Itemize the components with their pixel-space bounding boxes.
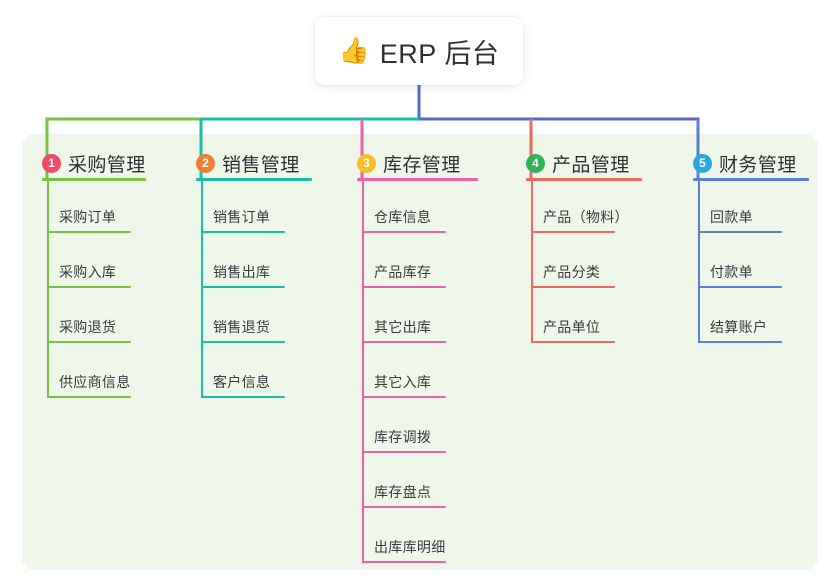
list-item-rule [47, 231, 131, 233]
list-item-rule [362, 286, 446, 288]
list-item-rule [201, 231, 285, 233]
thumbs-up-icon: 👍 [338, 36, 370, 65]
list-item-label: 出库库明细 [374, 539, 446, 555]
list-item-rule [362, 231, 446, 233]
list-item-rule [531, 341, 615, 343]
column-trunk-5 [698, 179, 700, 343]
list-item[interactable]: 供应商信息 [47, 372, 131, 398]
list-item-rule [201, 286, 285, 288]
list-item[interactable]: 回款单 [698, 207, 782, 233]
column-trunk-1 [47, 179, 49, 398]
column-3: 3 库存管理仓库信息产品库存其它出库其它入库库存调拨库存盘点出库库明细 [357, 0, 537, 588]
list-item-rule [362, 451, 446, 453]
list-item[interactable]: 采购入库 [47, 262, 131, 288]
list-item[interactable]: 其它入库 [362, 372, 446, 398]
list-item[interactable]: 采购退货 [47, 317, 131, 343]
column-trunk-4 [531, 179, 533, 343]
column-rule-5 [693, 178, 809, 181]
list-item-label: 仓库信息 [374, 209, 432, 225]
list-item-label: 客户信息 [213, 374, 271, 390]
root-title: ERP 后台 [379, 38, 500, 69]
list-item-label: 产品单位 [543, 319, 601, 335]
list-item-rule [47, 286, 131, 288]
list-item-label: 销售退货 [213, 319, 271, 335]
list-item[interactable]: 出库库明细 [362, 537, 446, 563]
column-header-4[interactable]: 4 产品管理 [526, 150, 630, 177]
list-item-label: 回款单 [710, 209, 753, 225]
list-item[interactable]: 付款单 [698, 262, 782, 288]
column-header-5[interactable]: 5 财务管理 [693, 150, 797, 177]
list-item-rule [47, 341, 131, 343]
list-item-label: 采购退货 [59, 319, 117, 335]
column-title-1: 采购管理 [68, 155, 146, 176]
column-rule-4 [526, 178, 642, 181]
column-rule-3 [357, 178, 478, 181]
list-item-rule [698, 231, 782, 233]
list-item-rule [698, 341, 782, 343]
list-item[interactable]: 仓库信息 [362, 207, 446, 233]
column-header-3[interactable]: 3 库存管理 [357, 150, 461, 177]
list-item-label: 产品库存 [374, 264, 432, 280]
column-4: 4 产品管理产品（物料） 产品分类产品单位 [526, 0, 706, 588]
column-title-4: 产品管理 [552, 155, 630, 176]
list-item[interactable]: 库存调拨 [362, 427, 446, 453]
root-node[interactable]: 👍 ERP 后台 [315, 17, 523, 85]
list-item-rule [362, 561, 446, 563]
list-item[interactable]: 客户信息 [201, 372, 285, 398]
list-item-rule [362, 396, 446, 398]
list-item[interactable]: 库存盘点 [362, 482, 446, 508]
column-5: 5 财务管理回款单付款单结算账户 [693, 0, 839, 588]
list-item[interactable]: 销售退货 [201, 317, 285, 343]
list-item-rule [531, 286, 615, 288]
list-item-label: 库存盘点 [374, 484, 432, 500]
column-header-1[interactable]: 1 采购管理 [42, 150, 146, 177]
list-item-rule [201, 341, 285, 343]
list-item-label: 付款单 [710, 264, 753, 280]
list-item-label: 库存调拨 [374, 429, 432, 445]
column-title-3: 库存管理 [383, 155, 461, 176]
list-item-label: 销售订单 [213, 209, 271, 225]
column-trunk-3 [362, 179, 364, 563]
column-title-5: 财务管理 [719, 155, 797, 176]
list-item[interactable]: 结算账户 [698, 317, 782, 343]
list-item[interactable]: 产品分类 [531, 262, 615, 288]
column-badge-2: 2 [196, 154, 215, 173]
list-item-rule [201, 396, 285, 398]
column-2: 2 销售管理销售订单销售出库销售退货客户信息 [196, 0, 376, 588]
list-item-rule [362, 506, 446, 508]
list-item-rule [531, 231, 615, 233]
list-item[interactable]: 产品库存 [362, 262, 446, 288]
list-item[interactable]: 产品单位 [531, 317, 615, 343]
column-badge-5: 5 [693, 154, 712, 173]
list-item-label: 其它入库 [374, 374, 432, 390]
list-item-label: 产品分类 [543, 264, 601, 280]
list-item-rule [698, 286, 782, 288]
column-badge-3: 3 [357, 154, 376, 173]
list-item-label: 销售出库 [213, 264, 271, 280]
list-item[interactable]: 采购订单 [47, 207, 131, 233]
diagram-panel [22, 134, 818, 570]
column-rule-2 [196, 178, 312, 181]
column-rule-1 [42, 178, 146, 181]
list-item[interactable]: 其它出库 [362, 317, 446, 343]
list-item-label: 其它出库 [374, 319, 432, 335]
list-item-label: 产品（物料） [543, 209, 629, 225]
column-title-2: 销售管理 [222, 155, 300, 176]
column-header-2[interactable]: 2 销售管理 [196, 150, 300, 177]
list-item[interactable]: 产品（物料） [531, 207, 629, 233]
list-item-label: 采购订单 [59, 209, 117, 225]
list-item[interactable]: 销售出库 [201, 262, 285, 288]
column-1: 1 采购管理采购订单采购入库采购退货供应商信息 [42, 0, 222, 588]
column-trunk-2 [201, 179, 203, 398]
list-item-rule [47, 396, 131, 398]
list-item[interactable]: 销售订单 [201, 207, 285, 233]
list-item-label: 供应商信息 [59, 374, 131, 390]
column-badge-1: 1 [42, 154, 61, 173]
list-item-label: 结算账户 [710, 319, 768, 335]
list-item-rule [362, 341, 446, 343]
column-badge-4: 4 [526, 154, 545, 173]
list-item-label: 采购入库 [59, 264, 117, 280]
